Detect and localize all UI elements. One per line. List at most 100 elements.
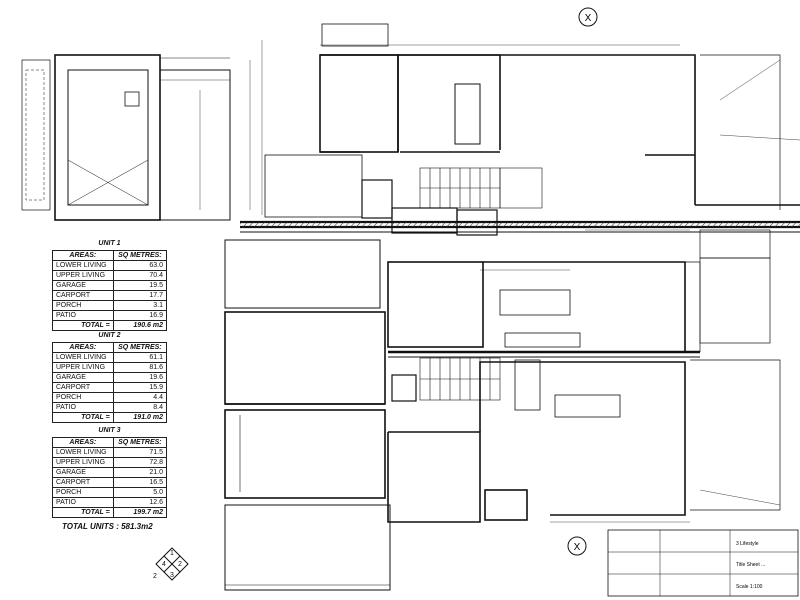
- row-label: GARAGE: [52, 467, 114, 478]
- row-value: 21.0: [112, 467, 168, 478]
- col-head-sqm: SQ METRES:: [112, 437, 168, 448]
- table-total-row: TOTAL =199.7 m2: [52, 507, 168, 518]
- row-label: PATIO: [52, 497, 114, 508]
- total-value: 191.0 m2: [112, 412, 168, 423]
- total-value: 190.6 m2: [112, 320, 168, 331]
- carport-2-area: [224, 239, 381, 309]
- row-label: PATIO: [52, 310, 114, 321]
- north-marker-top: X: [578, 7, 598, 27]
- carport-1-area: [224, 504, 391, 591]
- key-number: 2: [153, 573, 157, 580]
- col-head-area: AREAS:: [52, 437, 114, 448]
- row-value: 12.6: [112, 497, 168, 508]
- key-number: 3: [170, 572, 174, 579]
- party-wall-hatch: [240, 222, 800, 227]
- row-label: LOWER LIVING: [52, 352, 114, 363]
- title-line: Title Sheet ...: [736, 562, 765, 568]
- row-label: CARPORT: [52, 290, 114, 301]
- row-value: 17.7: [112, 290, 168, 301]
- key-number: 1: [170, 550, 174, 557]
- key-number: 2: [178, 561, 182, 568]
- row-label: CARPORT: [52, 382, 114, 393]
- north-bottom-text: X: [574, 542, 581, 553]
- row-value: 16.5: [112, 477, 168, 488]
- unit-key-diamond: 1 4 2 2 3: [153, 547, 189, 581]
- study-2-room: [387, 261, 484, 348]
- key-number: 4: [162, 561, 166, 568]
- row-label: GARAGE: [52, 280, 114, 291]
- row-value: 8.4: [112, 402, 168, 413]
- col-head-sqm: SQ METRES:: [112, 342, 168, 353]
- total-units-text: TOTAL UNITS : 581.3m2: [62, 522, 153, 531]
- row-value: 16.9: [112, 310, 168, 321]
- table-title: UNIT 2: [98, 332, 121, 339]
- row-label: PORCH: [52, 300, 114, 311]
- table-title: UNIT 3: [98, 427, 121, 434]
- row-value: 72.8: [112, 457, 168, 468]
- garage-1-room: [224, 409, 386, 499]
- row-label: PATIO: [52, 402, 114, 413]
- total-label: TOTAL =: [52, 507, 114, 518]
- table-total-row: TOTAL =190.6 m2: [52, 320, 168, 331]
- garage-2-room: [224, 311, 386, 405]
- row-label: PORCH: [52, 487, 114, 498]
- row-label: UPPER LIVING: [52, 270, 114, 281]
- row-value: 70.4: [112, 270, 168, 281]
- row-value: 71.5: [112, 447, 168, 458]
- row-value: 81.6: [112, 362, 168, 373]
- porch-1-area: [484, 489, 528, 521]
- row-label: UPPER LIVING: [52, 362, 114, 373]
- row-value: 5.0: [112, 487, 168, 498]
- col-head-area: AREAS:: [52, 342, 114, 353]
- row-value: 63.0: [112, 260, 168, 271]
- table-total-row: TOTAL =191.0 m2: [52, 412, 168, 423]
- row-label: UPPER LIVING: [52, 457, 114, 468]
- row-value: 3.1: [112, 300, 168, 311]
- row-label: GARAGE: [52, 372, 114, 383]
- walls: [21, 23, 800, 591]
- garage-3-inner: [67, 69, 149, 206]
- north-marker-bottom: X: [567, 536, 587, 556]
- north-top-text: X: [585, 13, 592, 24]
- row-label: LOWER LIVING: [52, 260, 114, 271]
- row-value: 15.9: [112, 382, 168, 393]
- col-head-area: AREAS:: [52, 250, 114, 261]
- courtyard-area: [264, 154, 363, 218]
- row-label: PORCH: [52, 392, 114, 403]
- total-label: TOTAL =: [52, 320, 114, 331]
- row-value: 4.4: [112, 392, 168, 403]
- table-title: UNIT 1: [98, 240, 121, 247]
- row-value: 19.6: [112, 372, 168, 383]
- row-value: 61.1: [112, 352, 168, 363]
- row-value: 19.5: [112, 280, 168, 291]
- row-label: LOWER LIVING: [52, 447, 114, 458]
- row-label: CARPORT: [52, 477, 114, 488]
- title-block: 3 Lifestyle Title Sheet ... Scale 1:100: [607, 529, 799, 597]
- total-value: 199.7 m2: [112, 507, 168, 518]
- total-label: TOTAL =: [52, 412, 114, 423]
- title-line: Scale 1:100: [736, 584, 763, 590]
- title-line: 3 Lifestyle: [736, 541, 759, 547]
- study-3-room: [319, 54, 399, 153]
- garage-3-outline: [54, 54, 161, 221]
